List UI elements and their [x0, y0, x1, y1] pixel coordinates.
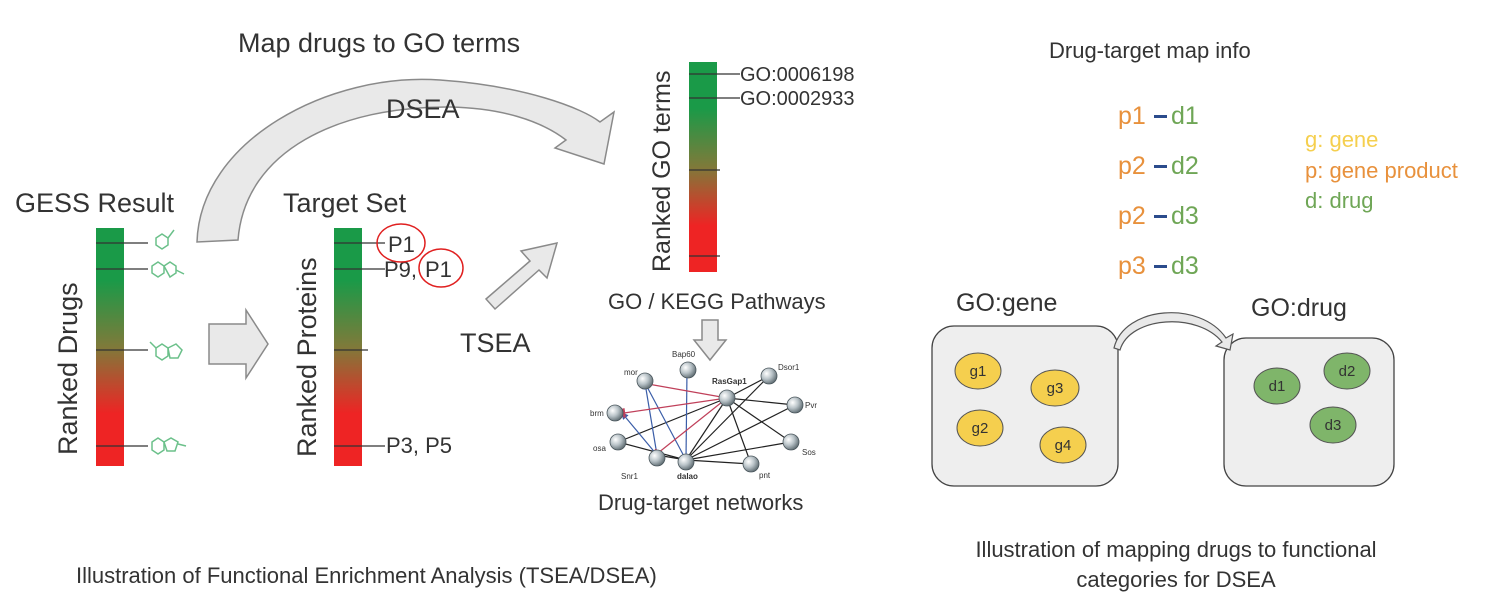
highlight-circle: [418, 248, 464, 288]
pair-product: p1: [1118, 102, 1146, 130]
pair-drug: d1: [1171, 102, 1199, 130]
ranked-proteins-label: Ranked Proteins: [292, 257, 322, 457]
go-gene-box: [931, 325, 1119, 487]
molecule-icon: [151, 437, 187, 455]
highlight-circle: [376, 223, 426, 263]
go-term-label: GO:0002933: [740, 88, 855, 110]
protein-label: P1: [388, 232, 415, 257]
protein-label: P9,: [384, 257, 417, 282]
gene-label: g2: [972, 420, 989, 437]
legend-product: p: gene product: [1305, 158, 1458, 183]
network-node-label: Snr1: [621, 472, 638, 481]
pair-drug: d3: [1171, 252, 1199, 280]
network-node-label: Sos: [802, 448, 816, 457]
molecule-icon: [155, 229, 175, 250]
ranked-drugs-label: Ranked Drugs: [53, 282, 83, 455]
gess-result-title: GESS Result: [15, 188, 175, 218]
pair-drug: d2: [1171, 152, 1199, 180]
gene-label: g3: [1047, 380, 1064, 397]
network-node-label: brm: [590, 409, 604, 418]
network-node-label: Pvr: [805, 401, 817, 410]
molecule-icon: [151, 261, 185, 279]
dsea-curved-arrow: [196, 78, 616, 243]
pair-list: p1 d1 p2 d2 p2 d3 p3 d3: [1118, 102, 1199, 280]
go-tick-marks: [689, 73, 740, 257]
right-arrow: [208, 307, 269, 381]
tsea-label: TSEA: [460, 328, 531, 358]
protein-label: P1: [425, 257, 452, 282]
pair-product: p2: [1118, 202, 1146, 230]
drug-nodes: d1 d2 d3: [1253, 352, 1371, 444]
gene-label: g4: [1055, 437, 1072, 454]
go-drug-title: GO:drug: [1251, 294, 1347, 322]
map-drugs-title: Map drugs to GO terms: [238, 28, 520, 58]
pair-dash: [1154, 165, 1167, 168]
gene-label: g1: [970, 363, 987, 380]
pair-dash: [1154, 115, 1167, 118]
network-node-label: mor: [624, 368, 638, 377]
drug-label: d3: [1325, 417, 1342, 434]
left-caption: Illustration of Functional Enrichment An…: [76, 563, 657, 588]
go-gene-title: GO:gene: [956, 289, 1057, 317]
network-caption: Drug-target networks: [598, 490, 803, 515]
gene-nodes: g1 g2 g3 g4: [954, 352, 1087, 464]
drug-tick-marks: [96, 242, 148, 447]
legend-drug: d: drug: [1305, 188, 1374, 213]
down-arrow: [692, 319, 728, 362]
network-node-label: osa: [593, 444, 606, 453]
network-node-label: pnt: [759, 471, 771, 480]
right-caption-line2: categories for DSEA: [1076, 567, 1276, 592]
pair-dash: [1154, 265, 1167, 268]
pair-product: p3: [1118, 252, 1146, 280]
drug-label: d2: [1339, 363, 1356, 380]
dsea-label: DSEA: [386, 94, 460, 124]
ranked-go-label: Ranked GO terms: [648, 71, 676, 272]
legend-gene: g: gene: [1305, 127, 1378, 152]
map-info-title: Drug-target map info: [1049, 38, 1251, 63]
mapping-curved-arrow: [1113, 312, 1234, 351]
drug-target-network: Bap60 mor RasGap1 Dsor1 Pvr brm osa Sos …: [590, 350, 817, 481]
go-term-label: GO:0006198: [740, 64, 855, 86]
target-set-title: Target Set: [283, 188, 407, 218]
pathways-label: GO / KEGG Pathways: [608, 289, 826, 314]
pair-product: p2: [1118, 152, 1146, 180]
molecule-icon: [149, 341, 183, 361]
pair-drug: d3: [1171, 202, 1199, 230]
drug-label: d1: [1269, 378, 1286, 395]
legend: g: gene p: gene product d: drug: [1305, 127, 1458, 213]
ranked-proteins-bar: [334, 228, 362, 466]
protein-label: P3, P5: [386, 433, 452, 458]
ranked-go-bar: [689, 62, 717, 272]
pair-dash: [1154, 215, 1167, 218]
network-node-label: Dsor1: [778, 363, 800, 372]
ranked-drugs-bar: [96, 228, 124, 466]
network-node-label: RasGap1: [712, 377, 747, 386]
go-drug-box: [1223, 337, 1395, 487]
diagonal-arrow: [484, 241, 559, 311]
right-caption-line1: Illustration of mapping drugs to functio…: [975, 537, 1376, 562]
network-node-label: Bap60: [672, 350, 696, 359]
network-node-label: dalao: [677, 472, 698, 481]
